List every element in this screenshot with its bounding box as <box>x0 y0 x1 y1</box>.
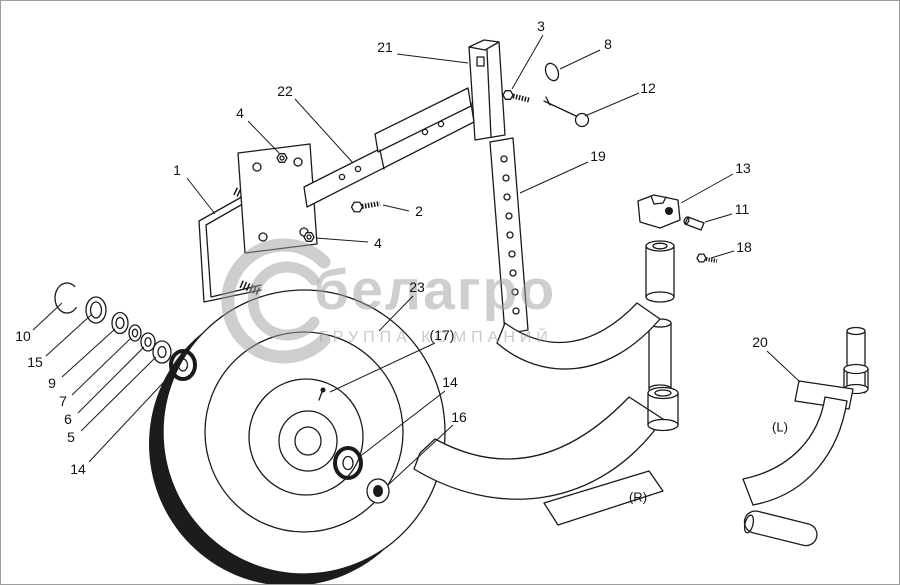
callout-label-14-15: 15 <box>27 354 43 370</box>
callout-label-2-8: 8 <box>604 36 612 52</box>
callout-label-3-12: 12 <box>640 80 656 96</box>
callout-label-18-5: 5 <box>67 429 75 445</box>
callout-label-24-20: 20 <box>752 334 768 350</box>
callout-label-15-9: 9 <box>48 375 56 391</box>
callout-label-23-16: 16 <box>451 409 467 425</box>
callout-label-21-17: (17) <box>429 327 455 343</box>
callout-label-12-18: 18 <box>736 239 752 255</box>
callout-label-17-6: 6 <box>64 411 72 427</box>
callout-label-11-11: 11 <box>734 201 750 217</box>
callout-label-7-2: 2 <box>415 203 423 219</box>
callout-label-6-1: 1 <box>173 162 181 178</box>
callout-label-22-14: 14 <box>442 374 458 390</box>
callout-label-8-4: 4 <box>374 235 382 251</box>
callout-label-19-14: 14 <box>70 461 86 477</box>
callout-label-5-22: 22 <box>277 83 293 99</box>
callout-label-13-10: 10 <box>15 328 31 344</box>
callout-label-9-19: 19 <box>590 148 606 164</box>
callout-label-16-7: 7 <box>59 393 67 409</box>
callout-label-4-4: 4 <box>236 105 244 121</box>
part-side-label-l: (L) <box>772 419 788 435</box>
callout-label-1-3: 3 <box>537 18 545 34</box>
callout-label-20-23: 23 <box>409 279 425 295</box>
part-side-label-r: (R) <box>628 489 648 505</box>
callout-label-10-13: 13 <box>735 160 751 176</box>
callout-label-0-21: 21 <box>377 39 393 55</box>
